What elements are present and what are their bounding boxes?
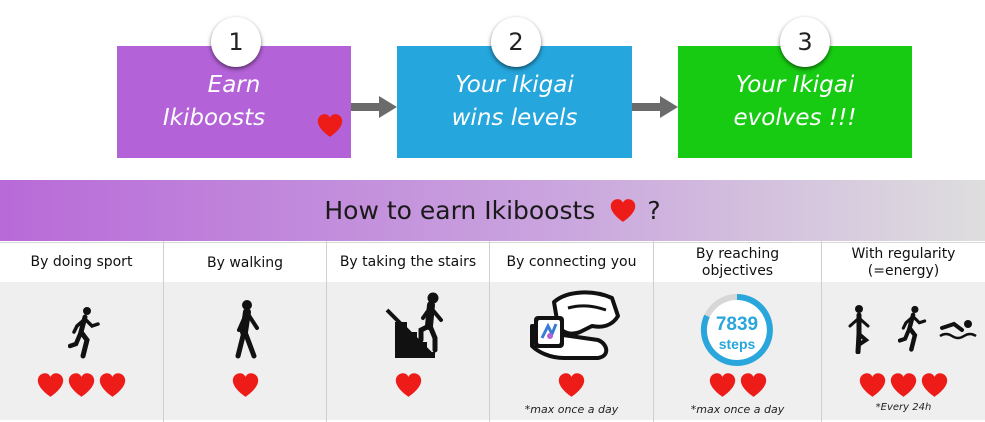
hand-watch-icon <box>530 290 620 360</box>
heart-icon <box>67 372 96 398</box>
column-body-stairs <box>327 282 489 420</box>
runner-icon <box>68 307 100 359</box>
column-body-connecting: *max once a day <box>490 282 653 420</box>
column-header-walking: By walking <box>164 242 326 282</box>
column-header-connecting: By connecting you <box>490 242 653 282</box>
step-1-number: 1 <box>211 17 261 67</box>
arrow-right-icon <box>632 96 678 118</box>
heart-icon <box>394 372 423 398</box>
heart-icon <box>858 372 887 398</box>
step-1-line1: Earn <box>207 71 261 98</box>
hearts-row <box>654 372 821 398</box>
heart-icon <box>739 372 768 398</box>
ring-value: 7839 <box>716 314 758 335</box>
heart-icon <box>231 372 260 398</box>
hearts-row <box>0 372 163 398</box>
yoga-icon <box>848 305 870 354</box>
column-header-stairs: By taking the stairs <box>327 242 489 282</box>
heart-icon <box>889 372 918 398</box>
note-objectives: *max once a day <box>690 403 785 416</box>
column-divider <box>326 241 327 422</box>
banner-suffix: ? <box>647 196 661 225</box>
ring-unit: steps <box>719 336 756 352</box>
walker-icon <box>235 300 259 359</box>
step-2-number: 2 <box>491 17 541 67</box>
banner-title: How to earn Ikiboosts <box>324 196 596 225</box>
column-divider <box>489 241 490 422</box>
heart-icon <box>609 198 637 223</box>
runner-icon <box>898 305 927 352</box>
column-divider <box>163 241 164 422</box>
hearts-row <box>490 372 653 398</box>
swimmer-icon <box>939 320 977 340</box>
note-connecting: *max once a day <box>524 403 619 416</box>
step-3-box: Your Ikigai evolves !!! <box>678 46 912 158</box>
column-body-sport <box>0 282 163 420</box>
step-1-line2: Ikiboosts <box>162 105 266 131</box>
step-3-line2: evolves !!! <box>733 105 857 131</box>
column-divider <box>653 241 654 422</box>
stairs-climber-icon <box>385 292 443 358</box>
heart-icon <box>557 372 586 398</box>
column-body-objectives: 7839 steps *max once a day <box>654 282 821 420</box>
steps-ring-icon: 7839 steps <box>700 294 773 366</box>
step-3-number: 3 <box>780 17 830 67</box>
column-divider <box>821 241 822 422</box>
hearts-row <box>822 372 985 398</box>
heart-icon <box>98 372 127 398</box>
column-body-regularity: *Every 24h <box>822 282 985 420</box>
column-header-sport: By doing sport <box>0 242 163 282</box>
heart-icon <box>36 372 65 398</box>
heart-icon <box>316 113 344 138</box>
column-header-objectives: By reaching objectives <box>654 242 821 282</box>
heart-icon <box>920 372 949 398</box>
column-header-regularity: With regularity (=energy) <box>822 242 985 282</box>
step-3-line1: Your Ikigai <box>735 71 855 98</box>
howto-banner: How to earn Ikiboosts ? <box>0 180 985 241</box>
step-2-line2: wins levels <box>451 105 578 131</box>
hearts-row <box>164 372 326 398</box>
hearts-row <box>327 372 489 398</box>
step-2-line1: Your Ikigai <box>455 71 574 98</box>
note-regularity: *Every 24h <box>875 402 932 413</box>
heart-icon <box>708 372 737 398</box>
arrow-right-icon <box>351 96 397 118</box>
column-body-walking <box>164 282 326 420</box>
